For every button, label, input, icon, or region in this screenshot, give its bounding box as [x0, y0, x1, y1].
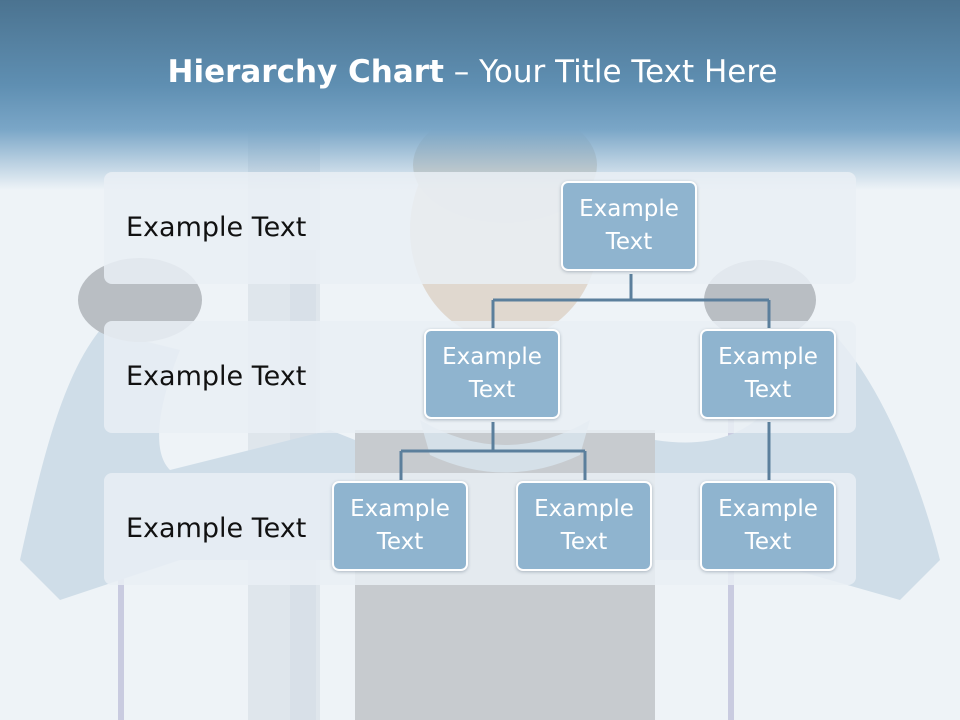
level-band-1: Example Text — [104, 172, 856, 284]
node-mid-left[interactable]: Example Text — [424, 329, 560, 419]
connector-top-to-level2 — [491, 274, 771, 328]
header-band — [0, 0, 960, 190]
level-label-2: Example Text — [126, 361, 307, 392]
title-rest: Your Title Text Here — [479, 54, 778, 90]
level-label-3: Example Text — [126, 513, 307, 544]
level-label-1: Example Text — [126, 212, 307, 243]
connector-midleft-to-bottom — [399, 422, 587, 480]
slide-title: Hierarchy Chart – Your Title Text Here — [0, 54, 945, 90]
node-bottom-2[interactable]: Example Text — [516, 481, 652, 571]
title-bold: Hierarchy Chart — [167, 54, 444, 90]
node-top[interactable]: Example Text — [561, 181, 697, 271]
node-mid-right[interactable]: Example Text — [700, 329, 836, 419]
node-bottom-1[interactable]: Example Text — [332, 481, 468, 571]
node-bottom-3[interactable]: Example Text — [700, 481, 836, 571]
title-separator: – — [443, 54, 480, 90]
